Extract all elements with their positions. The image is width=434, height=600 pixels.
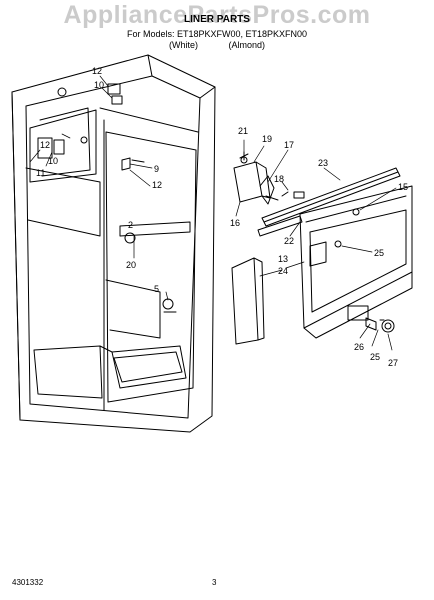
callout-12: 12	[92, 66, 102, 76]
callout-19: 19	[262, 134, 272, 144]
screws	[239, 153, 360, 248]
diagram-title: LINER PARTS	[184, 14, 250, 25]
callout-25: 25	[374, 248, 384, 258]
color-legend: (White) (Almond)	[0, 40, 434, 50]
callout-10: 10	[48, 156, 58, 166]
callout-21: 21	[238, 126, 248, 136]
color-almond-label: (Almond)	[228, 40, 266, 50]
leader-lines	[29, 75, 397, 351]
callout-9: 9	[154, 164, 159, 174]
callout-15: 15	[398, 182, 408, 192]
watermark-text: AppliancePartsPros.com	[63, 1, 371, 29]
callout-12: 12	[152, 180, 162, 190]
fan-motor-assembly	[233, 151, 305, 205]
callout-20: 20	[126, 260, 136, 270]
callout-5: 5	[154, 284, 159, 294]
callout-23: 23	[318, 158, 328, 168]
callout-labels: 12 10 12 10 11 9 12 2 20 5 21 19 17 23 1…	[36, 66, 408, 368]
refrigerator-liner	[11, 54, 216, 433]
liner-hardware	[37, 83, 191, 313]
callout-11: 11	[36, 168, 45, 178]
model-numbers: For Models: ET18PKXFW00, ET18PKXFN00	[126, 29, 308, 39]
air-channel-strip	[257, 167, 401, 237]
color-white-label: (White)	[168, 40, 198, 50]
callout-12: 12	[40, 140, 50, 150]
control-knob-parts	[365, 317, 395, 333]
callout-16: 16	[230, 218, 240, 228]
callout-13: 13	[278, 254, 288, 264]
callout-25: 25	[370, 352, 380, 362]
callout-17: 17	[284, 140, 294, 150]
callout-24: 24	[278, 266, 288, 276]
callout-2: 2	[128, 220, 133, 230]
page-number: 3	[212, 578, 217, 587]
callout-18: 18	[274, 174, 284, 184]
evaporator-cover	[299, 185, 413, 339]
callout-26: 26	[354, 342, 364, 352]
document-number: 4301332	[12, 578, 44, 587]
callout-10: 10	[94, 80, 104, 90]
shelf-panel	[231, 257, 265, 345]
callout-27: 27	[388, 358, 398, 368]
callout-22: 22	[284, 236, 294, 246]
